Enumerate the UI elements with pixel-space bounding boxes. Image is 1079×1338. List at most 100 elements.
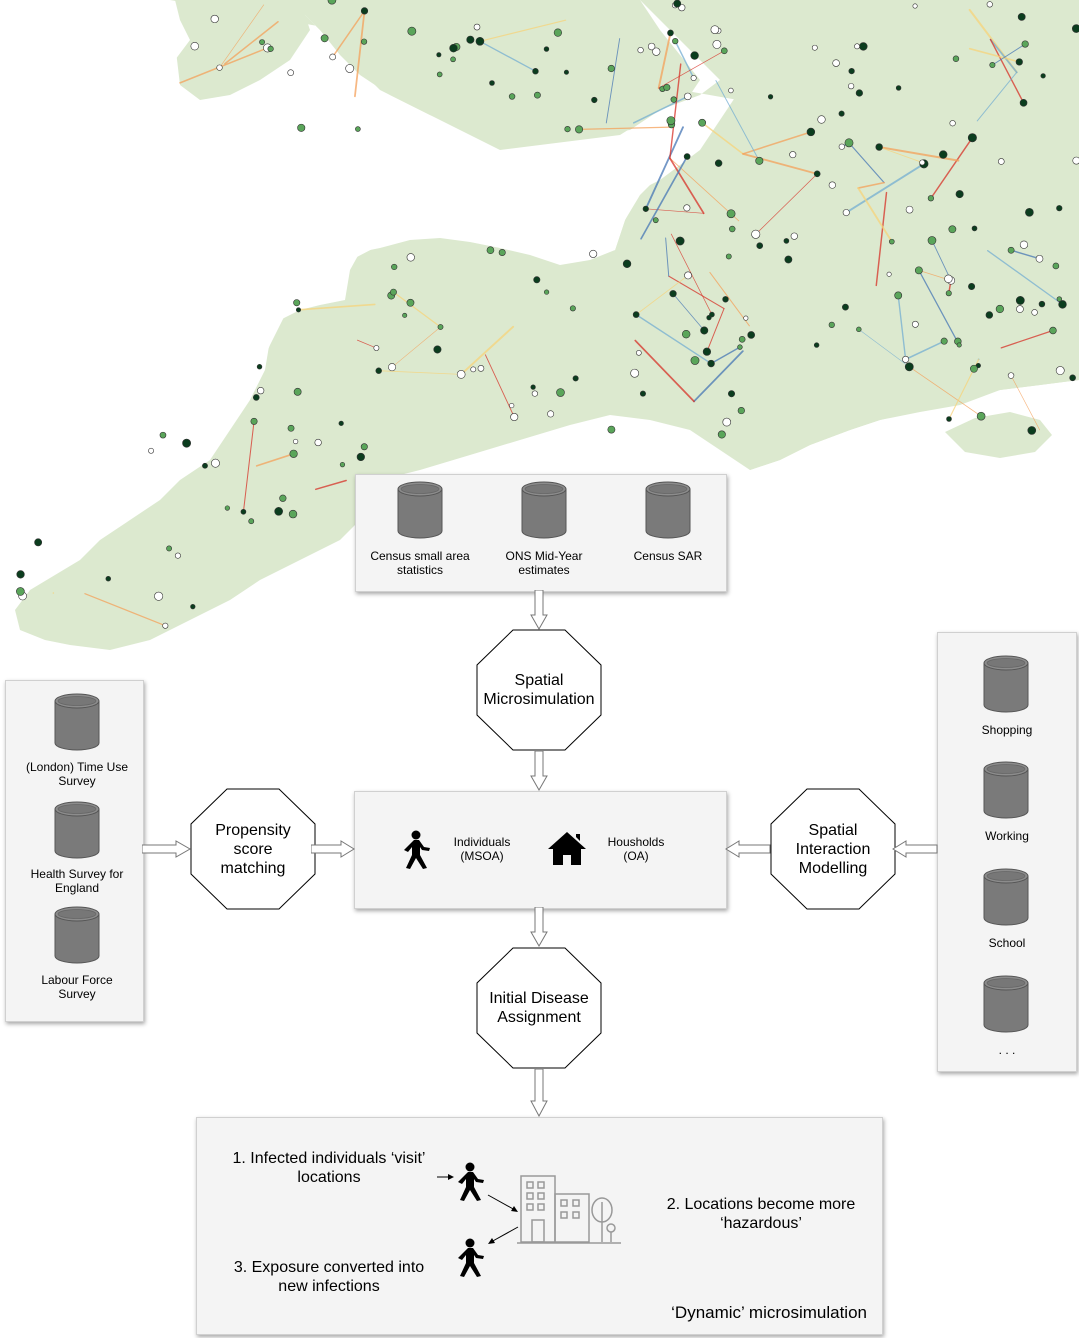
network-node (756, 242, 764, 249)
network-node (1055, 366, 1065, 375)
network-node (267, 45, 274, 52)
network-node (240, 508, 247, 515)
network-node (690, 356, 700, 365)
network-node (813, 342, 820, 348)
network-node (466, 35, 475, 44)
network-node (406, 298, 415, 307)
flow-line (669, 157, 705, 215)
spatial-microsimulation-step: Spatial Microsimulation (476, 629, 602, 751)
network-node (293, 438, 299, 445)
flow-line (897, 294, 907, 361)
step-1-text: 1. Infected individuals ‘visit’ location… (232, 1150, 426, 1186)
flow-line (904, 340, 945, 361)
input-label: Census small area statistics (370, 549, 470, 577)
database-icon (54, 693, 100, 751)
flow-line (219, 4, 265, 69)
house-icon (548, 832, 586, 865)
network-node (842, 303, 849, 311)
network-node (16, 587, 25, 596)
database-icon (521, 481, 567, 539)
activity-label: School (988, 936, 1026, 950)
network-node (534, 91, 541, 99)
network-node (684, 271, 692, 280)
flow-line (701, 121, 744, 155)
flow-line (931, 240, 952, 281)
network-node (681, 329, 691, 339)
flow-line (669, 63, 682, 159)
network-node (675, 236, 685, 246)
network-node (360, 7, 369, 15)
network-node (1069, 374, 1076, 382)
network-node (339, 462, 346, 468)
network-node (971, 225, 978, 232)
map-land-isle (945, 412, 1052, 458)
network-node (714, 159, 723, 167)
network-node (174, 552, 181, 559)
network-node (889, 238, 895, 245)
network-node (105, 576, 111, 582)
network-node (34, 538, 43, 547)
network-node (1056, 205, 1063, 212)
flow-line (878, 146, 923, 163)
map-land-north (170, 0, 700, 145)
flow-line (460, 325, 515, 376)
network-node (356, 452, 365, 462)
network-node (652, 47, 661, 56)
network-node (956, 342, 962, 348)
network-node (314, 438, 322, 447)
flow-line (84, 593, 166, 627)
network-node (154, 591, 164, 601)
network-node (390, 288, 397, 296)
network-node (575, 125, 584, 134)
network-node (886, 271, 892, 277)
network-node (16, 570, 25, 579)
flow-line (755, 173, 818, 235)
flow-lines (52, 4, 1064, 627)
network-node (564, 125, 571, 133)
network-node (902, 355, 910, 363)
network-node (563, 69, 569, 75)
flow-line (658, 50, 725, 89)
flow-line (354, 10, 366, 98)
network-node (844, 138, 854, 148)
network-node (637, 46, 644, 54)
network-node (630, 368, 640, 378)
network-node (904, 362, 914, 372)
network-node (673, 0, 682, 8)
network-node (360, 443, 368, 451)
flow-line (976, 71, 1018, 122)
network-node (985, 311, 994, 319)
network-node (1007, 246, 1015, 254)
network-node (259, 39, 265, 46)
network-node (607, 425, 616, 434)
survey-label: (London) Time Use Survey (25, 760, 129, 788)
right-arrow (142, 840, 191, 858)
down-arrow (530, 1069, 548, 1117)
database-icon (983, 975, 1029, 1033)
network-node (607, 64, 615, 73)
network-node (955, 190, 964, 199)
flow-line (633, 95, 689, 124)
network-node (1071, 24, 1079, 33)
network-node (252, 394, 260, 401)
flow-line (391, 326, 441, 368)
network-node (436, 52, 442, 58)
person-icon (404, 830, 430, 869)
flow-line (987, 250, 1064, 306)
network-node (848, 83, 855, 90)
flow-line (845, 162, 925, 214)
network-node (945, 290, 952, 297)
network-node (190, 41, 199, 51)
network-node (832, 59, 840, 67)
network-node (875, 143, 883, 151)
network-node (642, 205, 649, 212)
network-node (148, 447, 154, 454)
network-node (473, 23, 481, 31)
network-node (672, 38, 679, 45)
network-node (729, 225, 736, 233)
network-node (683, 204, 691, 212)
network-node (976, 411, 986, 421)
network-node (667, 29, 674, 37)
network-node (449, 43, 458, 53)
buildings-icon (517, 1175, 621, 1244)
